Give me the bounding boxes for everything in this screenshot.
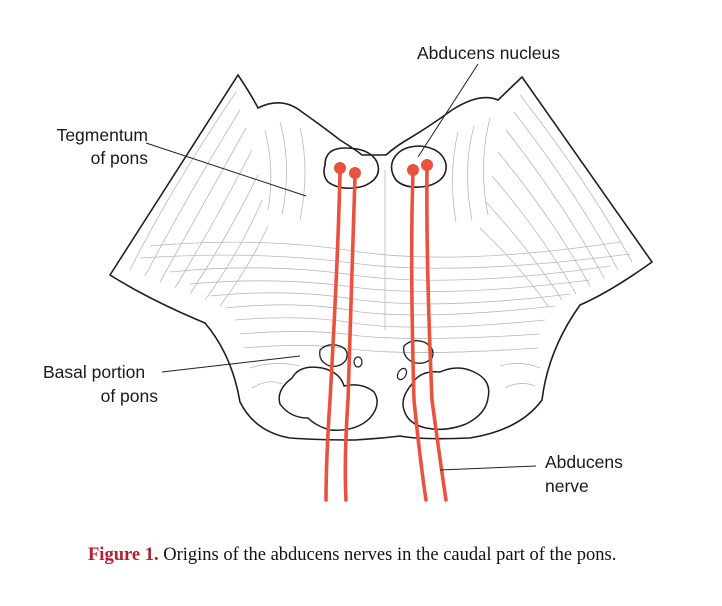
right-tiny-island [396,367,408,381]
right-basal-island [402,367,490,431]
label-tegmentum-line2: of pons [90,148,148,168]
right-nerve-lateral [425,166,448,502]
left-nucleus-dot-1 [334,162,346,174]
pons-outline [108,73,654,441]
right-nucleus-dot-1 [407,164,419,176]
leader-lines [145,63,537,471]
label-abducens-nerve-line1: Abducens [545,452,623,472]
right-nerve-medial [409,170,428,502]
label-abducens-nerve-line2: nerve [545,476,589,496]
caption-text: Origins of the abducens nerves in the ca… [158,545,617,565]
leader-basal-portion [161,355,301,373]
figure-number: Figure 1. [88,545,159,565]
fiber-texture [129,91,633,389]
label-basal-line2: of pons [100,386,158,406]
figure-caption: Figure 1. Origins of the abducens nerves… [88,545,616,566]
label-abducens-nucleus: Abducens nucleus [417,43,561,63]
left-tiny-island [353,356,363,368]
leader-tegmentum [145,142,307,197]
left-nucleus-outline [323,147,380,190]
label-tegmentum-line1: Tegmentum [56,125,148,145]
left-nucleus-dot-2 [349,167,361,179]
abducens-nerves [324,166,448,502]
leader-abducens-nucleus [417,63,479,158]
label-basal-line1: Basal portion [43,362,146,382]
right-nucleus-dot-2 [421,159,433,171]
left-nerve-lateral [343,174,357,502]
leader-abducens-nerve [439,465,537,471]
right-nucleus-outline [390,145,447,188]
left-nerve-medial [324,170,342,502]
abducens-nuclei [334,159,433,179]
